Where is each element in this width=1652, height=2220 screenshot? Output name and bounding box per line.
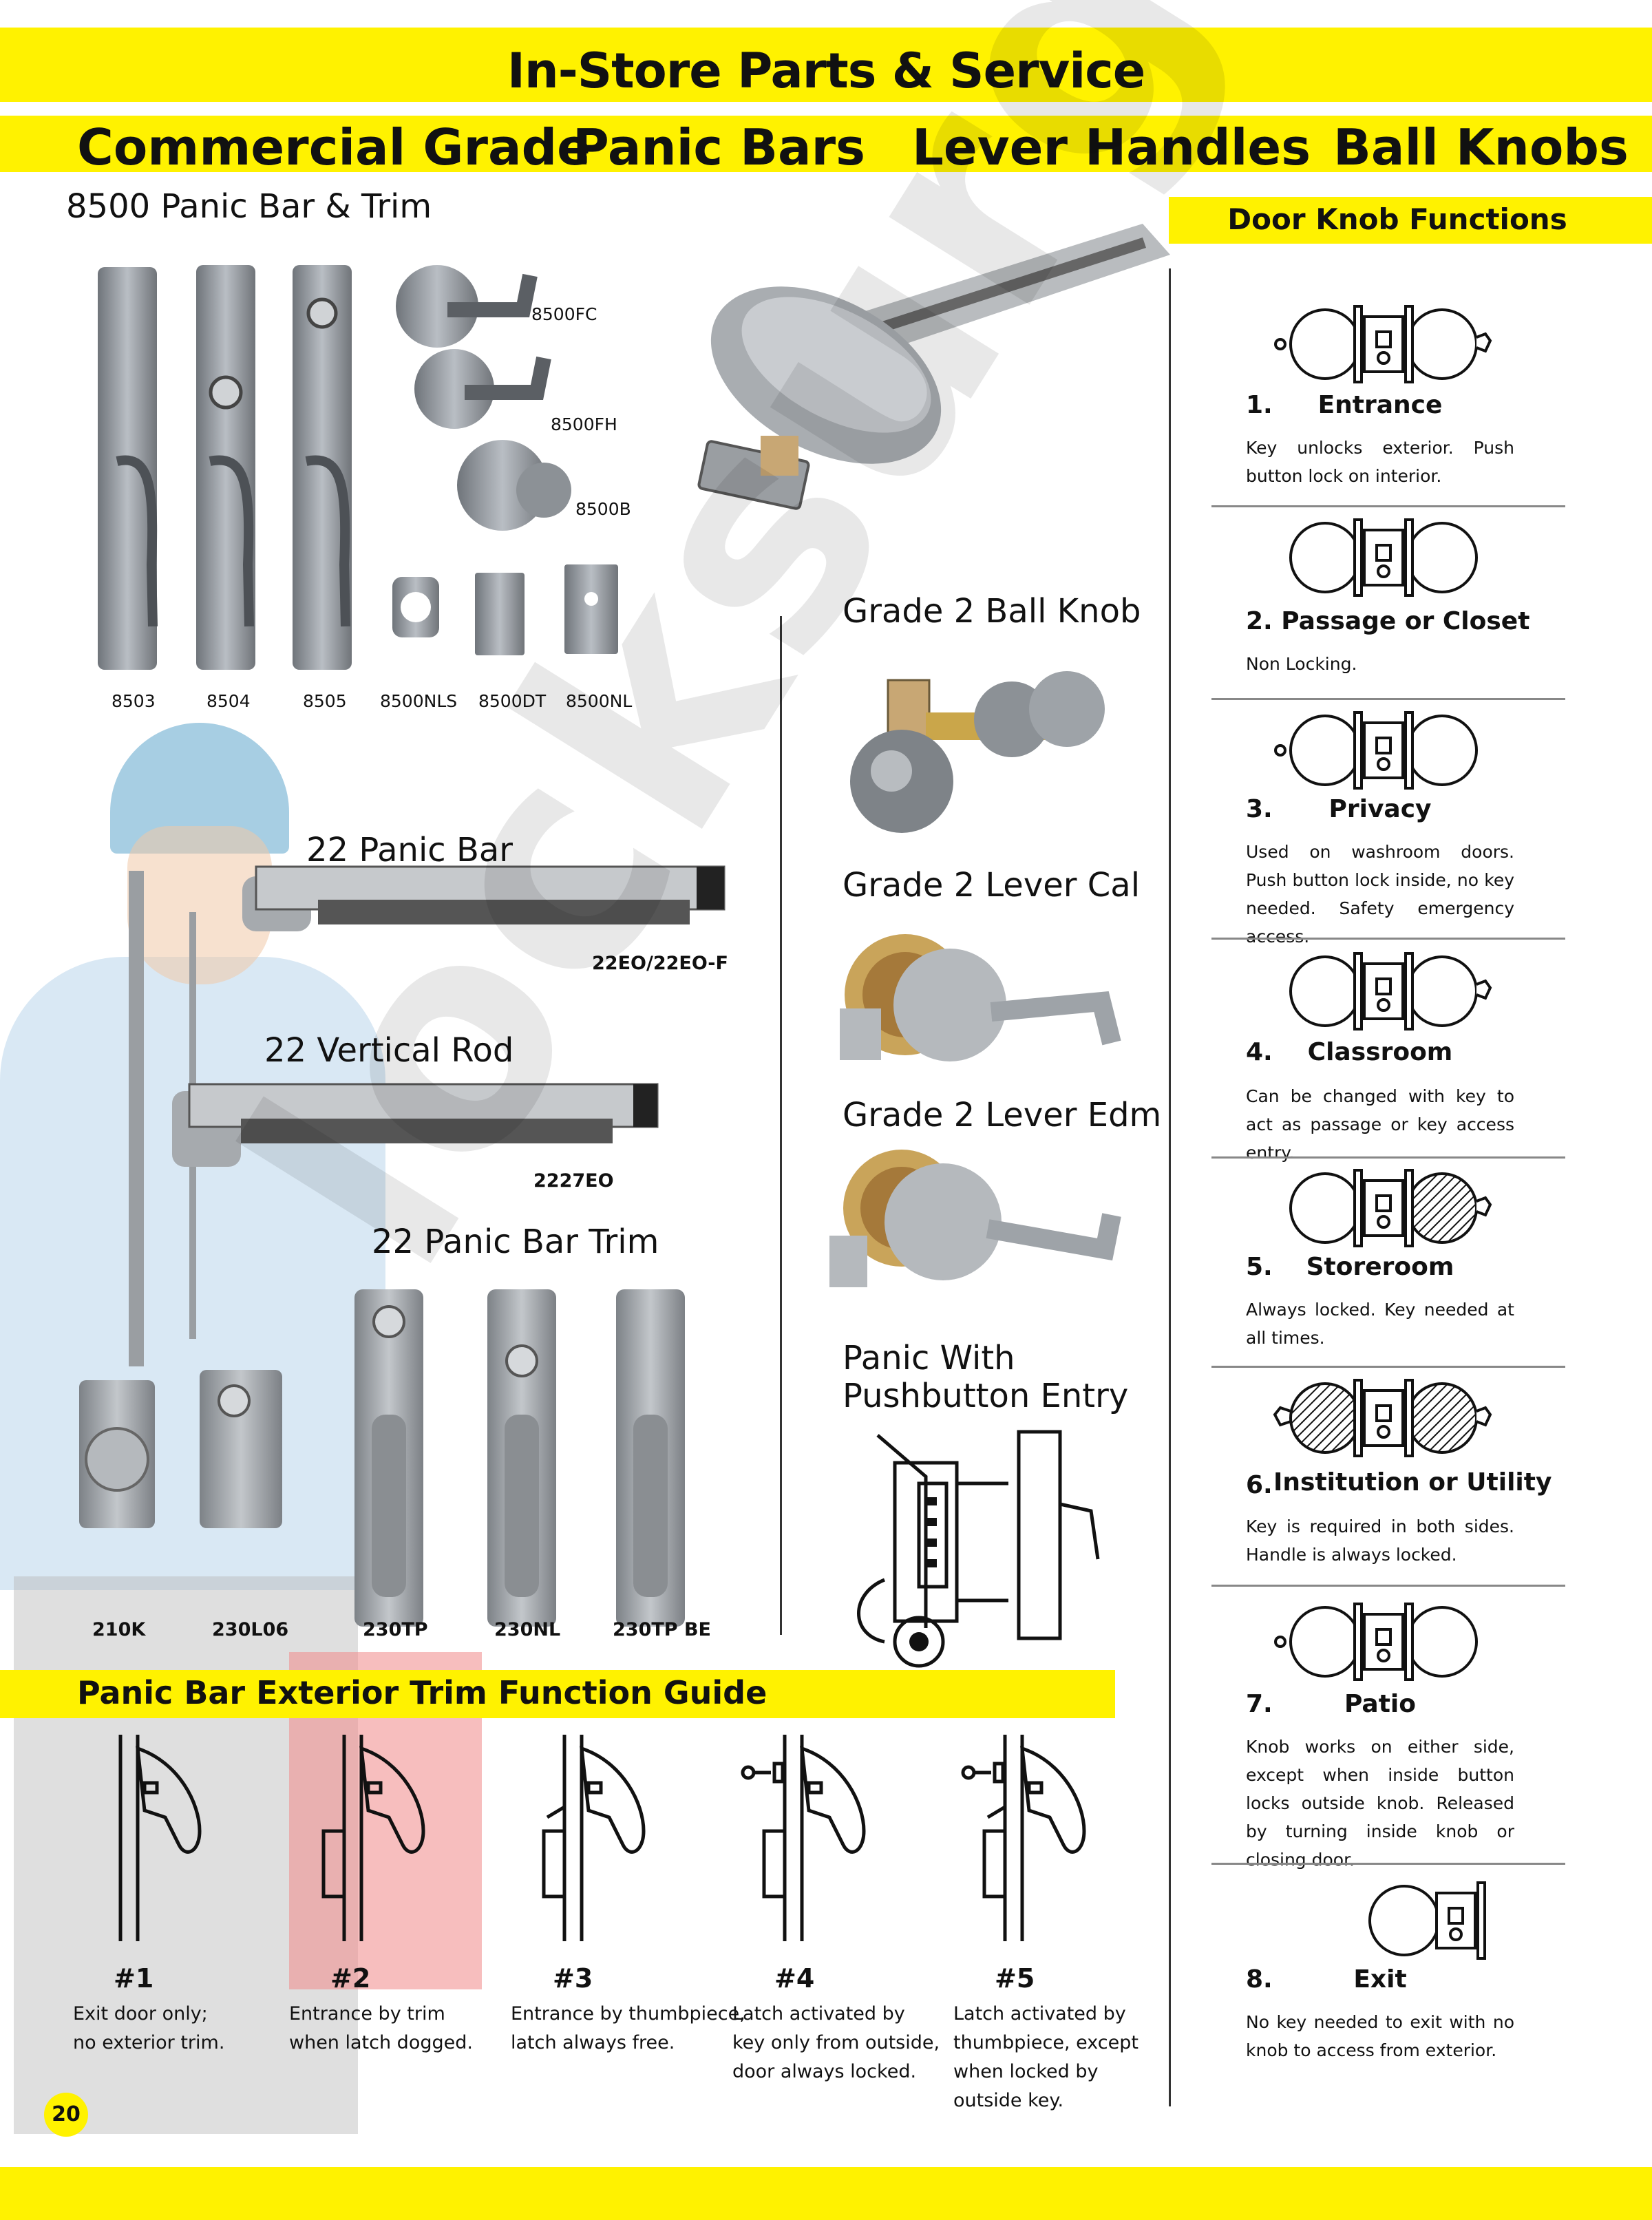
22-trim-photo bbox=[79, 1289, 685, 1627]
grade2-lever-cal-photo bbox=[840, 934, 1121, 1061]
caption-8500dt: 8500DT bbox=[478, 691, 547, 711]
door-knob-3-desc: Used on washroom doors. Push button lock… bbox=[1246, 842, 1514, 947]
caption-8500fc: 8500FC bbox=[531, 304, 597, 324]
guide-desc-3: Entrance by thumbpiece,latch always free… bbox=[511, 2003, 745, 2053]
guide-num-5: #5 bbox=[995, 1963, 1035, 1994]
code-2227eo: 2227EO bbox=[533, 1170, 614, 1192]
footer-band bbox=[0, 2167, 1652, 2220]
22-panic-bar-photo bbox=[242, 865, 726, 931]
door-knob-rule-5 bbox=[1211, 1366, 1565, 1368]
door-knob-7-name: Patio bbox=[1344, 1690, 1416, 1718]
door-knob-6-number: 6. bbox=[1246, 1471, 1273, 1499]
door-knob-2-desc: Non Locking. bbox=[1246, 654, 1357, 674]
door-knob-6-desc: Key is required in both sides. Handle is… bbox=[1246, 1516, 1514, 1565]
middle-divider bbox=[780, 616, 782, 1635]
code-230tp: 230TP bbox=[363, 1619, 428, 1640]
code-210k: 210K bbox=[92, 1619, 146, 1640]
category-ball-knobs: Ball Knobs bbox=[1333, 118, 1629, 176]
door-knob-1-name: Entrance bbox=[1317, 391, 1443, 419]
door-knob-title: Door Knob Functions bbox=[1227, 202, 1567, 236]
door-knob-4-name: Classroom bbox=[1307, 1038, 1453, 1066]
code-230l06: 230L06 bbox=[212, 1619, 289, 1640]
grade2-lever-edm-photo bbox=[829, 1150, 1121, 1287]
guide-desc-1: Exit door only;no exterior trim. bbox=[73, 2003, 225, 2053]
grade2-ball-knob-photo bbox=[850, 671, 1105, 833]
guide-num-3: #3 bbox=[553, 1963, 593, 1994]
section-title-grade2-lever-edm: Grade 2 Lever Edm bbox=[843, 1096, 1162, 1134]
caption-8500b: 8500B bbox=[575, 499, 631, 519]
caption-8505: 8505 bbox=[303, 691, 347, 711]
section-title-grade2-lever-cal: Grade 2 Lever Cal bbox=[843, 866, 1141, 905]
door-knob-7-number: 7. bbox=[1246, 1690, 1273, 1718]
door-knob-2-name: 2. Passage or Closet bbox=[1246, 607, 1530, 635]
section-title-22-vertical-rod: 22 Vertical Rod bbox=[264, 1031, 514, 1070]
right-divider bbox=[1169, 268, 1171, 2106]
door-knob-5-name: Storeroom bbox=[1306, 1253, 1454, 1281]
category-band bbox=[0, 116, 1652, 172]
door-knob-3-number: 3. bbox=[1246, 795, 1273, 823]
function-guide-title: Panic Bar Exterior Trim Function Guide bbox=[77, 1674, 767, 1711]
panic-bar-end-photo bbox=[697, 224, 1170, 510]
8500-trim-photo bbox=[98, 265, 618, 670]
section-title-22-panic-bar-trim: 22 Panic Bar Trim bbox=[372, 1223, 659, 1261]
caption-8500nls: 8500NLS bbox=[380, 691, 458, 711]
category-panic-bars: Panic Bars bbox=[573, 118, 865, 176]
22-vertical-rod-photo bbox=[129, 871, 659, 1366]
door-knob-rule-2 bbox=[1211, 698, 1565, 700]
caption-8500nl: 8500NL bbox=[566, 691, 633, 711]
door-knob-8-number: 8. bbox=[1246, 1965, 1273, 1994]
door-knob-rule-7 bbox=[1211, 1863, 1565, 1865]
category-commercial-grade: Commercial Grade bbox=[77, 118, 591, 176]
door-knob-1-number: 1. bbox=[1246, 391, 1273, 419]
caption-8503: 8503 bbox=[112, 691, 156, 711]
code-22eo: 22EO/22EO-F bbox=[592, 953, 728, 974]
guide-num-4: #4 bbox=[774, 1963, 815, 1994]
code-230tp-be: 230TP BE bbox=[613, 1619, 711, 1640]
section-title-22-panic-bar: 22 Panic Bar bbox=[306, 831, 513, 869]
function-guide-band bbox=[0, 1670, 1115, 1718]
door-knob-6-name: Institution or Utility bbox=[1273, 1468, 1552, 1497]
section-title-8500: 8500 Panic Bar & Trim bbox=[66, 187, 432, 226]
page-number: 20 bbox=[44, 2093, 88, 2137]
door-knob-rule-4 bbox=[1211, 1156, 1565, 1159]
section-title-panic-pushbutton-l1: Panic With bbox=[843, 1339, 1015, 1377]
door-knob-diagrams bbox=[1273, 305, 1492, 1960]
door-knob-rule-1 bbox=[1211, 505, 1565, 507]
door-knob-3-name: Privacy bbox=[1328, 795, 1432, 823]
caption-8500fh: 8500FH bbox=[551, 414, 617, 434]
door-knob-4-number: 4. bbox=[1246, 1038, 1273, 1066]
door-knob-8-name: Exit bbox=[1353, 1965, 1407, 1994]
function-guide-drawings bbox=[118, 1735, 1086, 1941]
guide-num-1: #1 bbox=[114, 1963, 154, 1994]
code-230nl: 230NL bbox=[494, 1619, 561, 1640]
door-knob-rule-3 bbox=[1211, 938, 1565, 940]
category-lever-handles: Lever Handles bbox=[912, 118, 1311, 176]
guide-num-2: #2 bbox=[330, 1963, 371, 1994]
section-title-grade2-ball-knob: Grade 2 Ball Knob bbox=[843, 592, 1141, 631]
pushbutton-entry-drawing bbox=[857, 1430, 1100, 1668]
caption-8504: 8504 bbox=[206, 691, 251, 711]
door-knob-5-desc: Always locked. Key needed at all times. bbox=[1246, 1300, 1514, 1348]
door-knob-1-desc: Key unlocks exterior. Push button lock o… bbox=[1246, 438, 1514, 486]
door-knob-8-desc: No key needed to exit with no knob to ac… bbox=[1246, 2012, 1514, 2060]
title-band bbox=[0, 28, 1652, 102]
door-knob-7-desc: Knob works on either side, except when i… bbox=[1246, 1737, 1514, 1870]
door-knob-rule-6 bbox=[1211, 1585, 1565, 1587]
door-knob-4-desc: Can be changed with key to act as passag… bbox=[1246, 1086, 1514, 1163]
door-knob-header-band bbox=[1169, 197, 1652, 244]
door-knob-5-number: 5. bbox=[1246, 1253, 1273, 1281]
page-title: In-Store Parts & Service bbox=[507, 43, 1145, 99]
section-title-panic-pushbutton-l2: Pushbutton Entry bbox=[843, 1377, 1129, 1415]
